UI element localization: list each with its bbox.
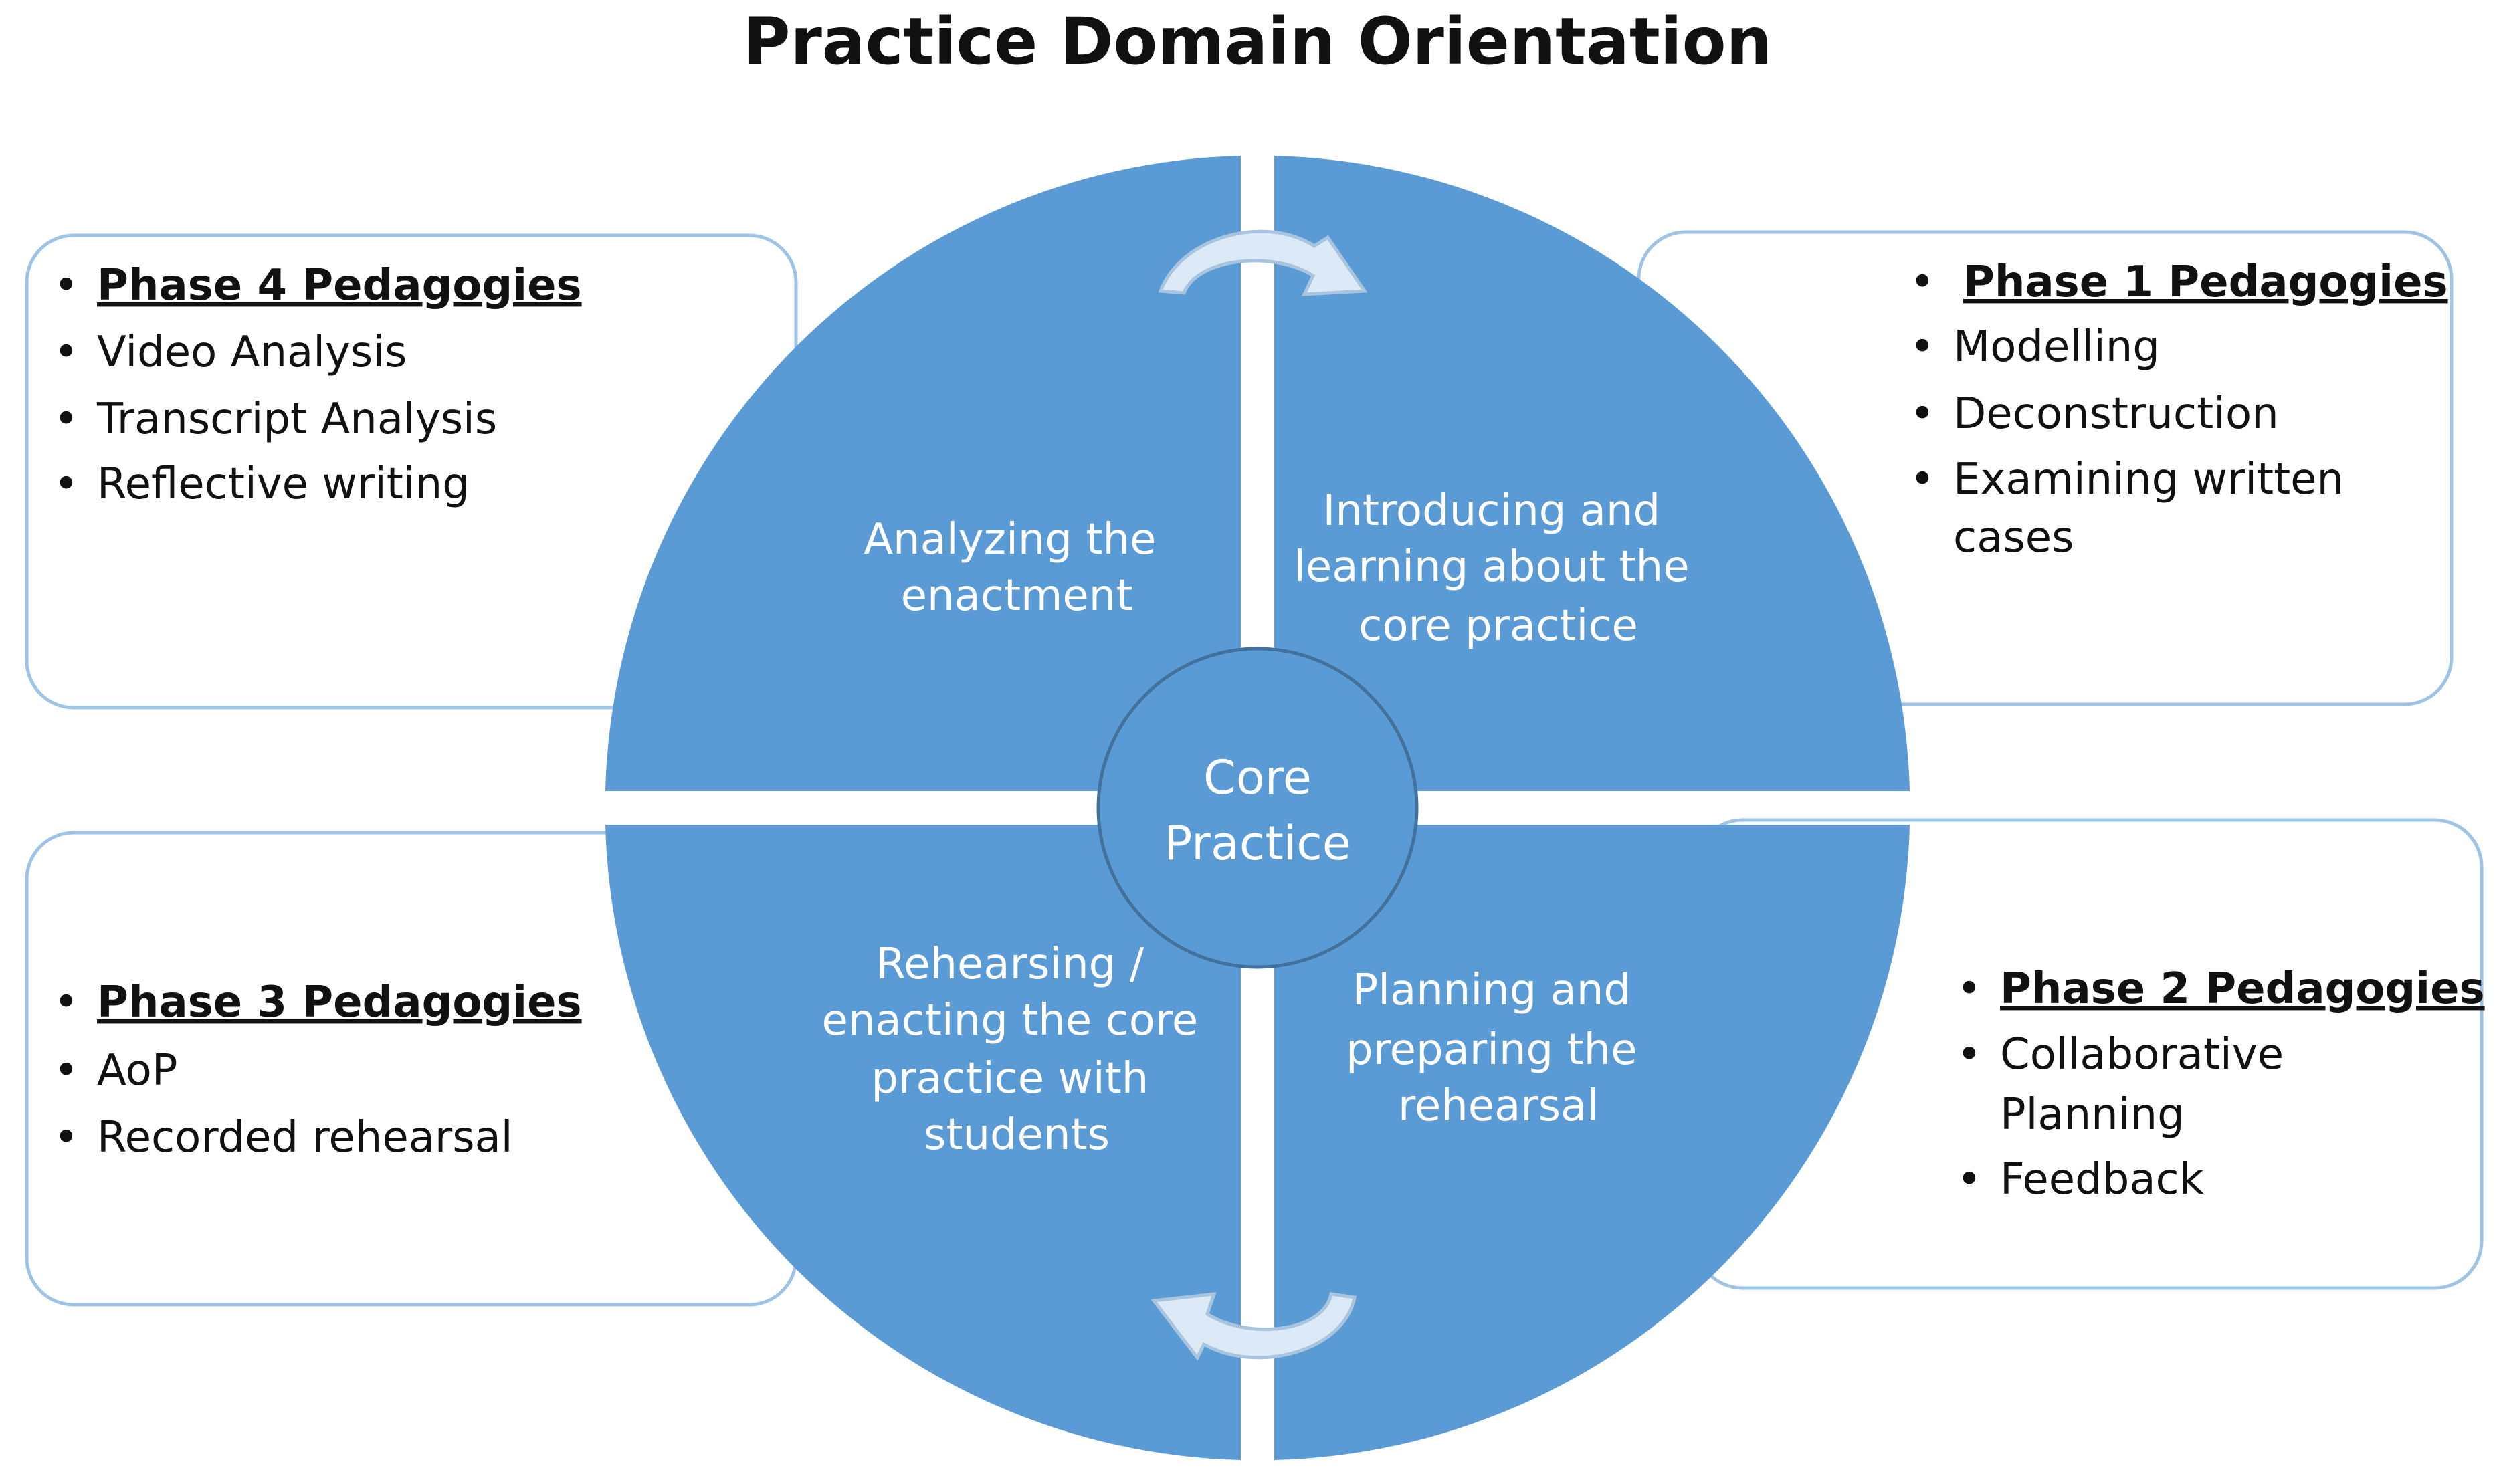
phase3-item: AoP bbox=[97, 1046, 177, 1095]
quadrant-bottom-left bbox=[605, 825, 1241, 1460]
phase3-heading: Phase 3 Pedagogies bbox=[97, 978, 582, 1027]
phase1-heading: Phase 1 Pedagogies bbox=[1963, 257, 2448, 307]
core-label-line1: Core bbox=[1203, 750, 1312, 805]
quadrant-line: preparing the bbox=[1346, 1025, 1637, 1075]
phase1-item: Examining written bbox=[1953, 455, 2344, 504]
bottom-cycle-arrow bbox=[1151, 1292, 1357, 1361]
quadrant-bottom-right-label: Planning and preparing the rehearsal bbox=[1346, 966, 1651, 1131]
quadrant-line: learning about the bbox=[1294, 542, 1689, 592]
quadrant-top-right bbox=[1274, 156, 1910, 791]
core-practice-circle bbox=[1096, 647, 1419, 969]
bullet-icon: • bbox=[54, 1113, 79, 1162]
quadrant-bottom-right bbox=[1274, 825, 1910, 1460]
phase2-item: Collaborative bbox=[2000, 1030, 2284, 1079]
phase1-list: • Phase 1 Pedagogies • Modelling • Decon… bbox=[1910, 257, 2448, 562]
core-label-line2: Practice bbox=[1164, 816, 1351, 871]
diagram-title: Practice Domain Orientation bbox=[743, 4, 1772, 79]
bullet-icon: • bbox=[54, 1046, 79, 1095]
quadrant-line: students bbox=[924, 1110, 1110, 1160]
quadrant-line: practice with bbox=[871, 1054, 1148, 1103]
quadrant-line: rehearsal bbox=[1398, 1081, 1599, 1131]
bullet-icon: • bbox=[1910, 257, 1935, 307]
phase1-item-continued: cases bbox=[1953, 513, 2074, 562]
phase1-item: Deconstruction bbox=[1953, 389, 2279, 439]
bullet-icon: • bbox=[1910, 455, 1935, 504]
phase3-list: • Phase 3 Pedagogies • AoP • Recorded re… bbox=[54, 978, 582, 1162]
quadrant-line: Planning and bbox=[1353, 966, 1631, 1015]
top-cycle-arrow bbox=[1158, 229, 1368, 296]
quadrant-top-right-label: Introducing and learning about the core … bbox=[1294, 486, 1703, 651]
phase2-item: Feedback bbox=[2000, 1155, 2204, 1204]
phase1-item: Modelling bbox=[1953, 322, 2160, 372]
quadrant-line: Analyzing the bbox=[864, 515, 1156, 564]
quadrant-line: Introducing and bbox=[1322, 486, 1660, 536]
quadrant-top-left-label: Analyzing the enactment bbox=[864, 515, 1170, 621]
phase4-heading: Phase 4 Pedagogies bbox=[97, 261, 582, 310]
quadrant-top-left bbox=[605, 156, 1241, 791]
bullet-icon: • bbox=[1910, 322, 1935, 372]
phase4-item: Video Analysis bbox=[97, 328, 407, 377]
bullet-icon: • bbox=[54, 459, 79, 509]
quadrant-line: core practice bbox=[1359, 601, 1638, 651]
quadrant-line: enacting the core bbox=[821, 996, 1198, 1045]
phase2-list: • Phase 2 Pedagogies • Collaborative Pla… bbox=[1957, 964, 2485, 1204]
bullet-icon: • bbox=[54, 978, 79, 1027]
bullet-icon: • bbox=[1957, 1030, 1982, 1079]
bullet-icon: • bbox=[1910, 389, 1935, 439]
quadrant-bottom-left-label: Rehearsing / enacting the core practice … bbox=[821, 940, 1211, 1160]
bullet-icon: • bbox=[54, 395, 79, 444]
bullet-icon: • bbox=[54, 328, 79, 377]
bullet-icon: • bbox=[1957, 964, 1982, 1014]
quadrant-line: Rehearsing / bbox=[876, 940, 1144, 989]
phase4-list: • Phase 4 Pedagogies • Video Analysis • … bbox=[54, 261, 582, 509]
quadrant-line: enactment bbox=[901, 571, 1133, 621]
phase4-item: Transcript Analysis bbox=[96, 395, 497, 444]
phase2-item-continued: Planning bbox=[2000, 1090, 2185, 1140]
phase2-heading: Phase 2 Pedagogies bbox=[2000, 964, 2485, 1014]
bullet-icon: • bbox=[1957, 1155, 1982, 1204]
phase4-item: Reflective writing bbox=[97, 459, 470, 509]
phase3-item: Recorded rehearsal bbox=[97, 1113, 513, 1162]
bullet-icon: • bbox=[54, 261, 79, 310]
